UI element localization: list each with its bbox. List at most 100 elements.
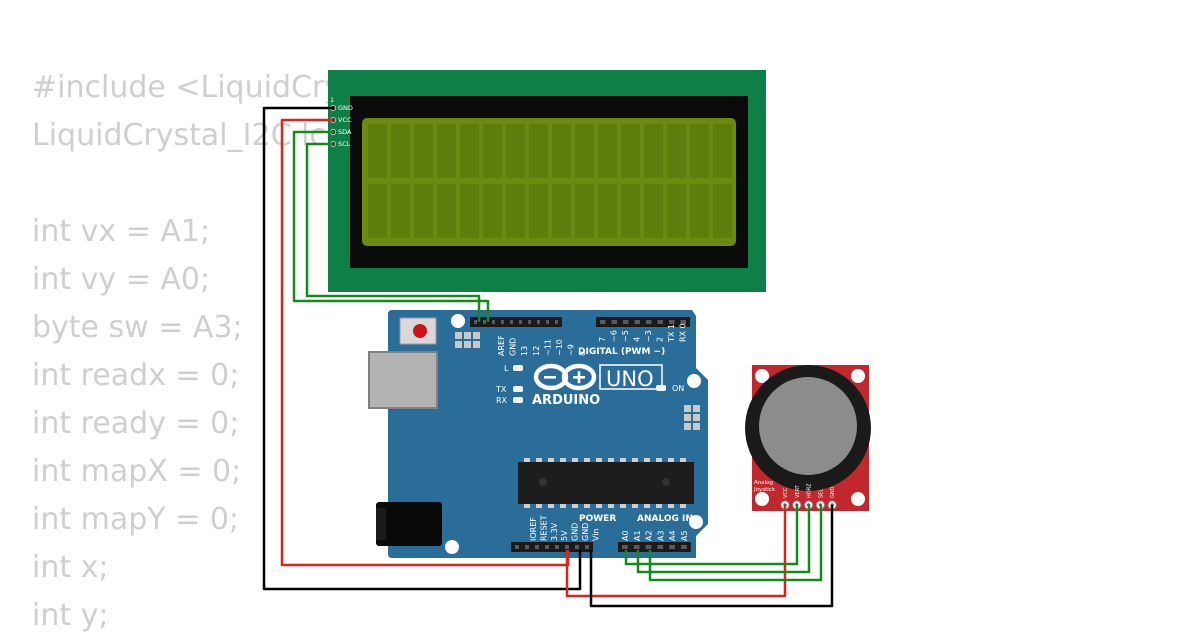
- header-pin[interactable]: [519, 320, 522, 324]
- led-l-icon: [513, 365, 523, 371]
- lcd-char-cell: [437, 124, 456, 178]
- lcd-pin-index-label: 1: [330, 96, 334, 104]
- code-line: int readx = 0;: [32, 358, 240, 393]
- pin-label: 8: [578, 351, 587, 356]
- icsp-pin: [684, 405, 691, 412]
- mounting-hole: [755, 492, 769, 506]
- lcd-char-cell: [391, 184, 410, 238]
- pin-label: A2: [645, 530, 654, 541]
- header-pin[interactable]: [669, 545, 675, 549]
- pin-label: 13: [520, 346, 529, 356]
- joystick-knob[interactable]: [759, 377, 857, 475]
- joystick-label: Joystick: [753, 487, 776, 493]
- power-label: POWER: [579, 514, 616, 524]
- led-l-label: L: [504, 364, 509, 373]
- atmega328p-chip: [518, 458, 694, 508]
- wire-joystick-horz[interactable]: [636, 505, 811, 574]
- header-pin[interactable]: [575, 545, 579, 549]
- header-pin[interactable]: [611, 320, 618, 324]
- header-pin[interactable]: [535, 545, 539, 549]
- lcd-char-cell: [437, 184, 456, 238]
- pin-label: 5V: [560, 530, 569, 541]
- header-pin[interactable]: [528, 320, 531, 324]
- header-pin[interactable]: [634, 320, 641, 324]
- wire-joystick-vcc[interactable]: [565, 505, 787, 598]
- header-pin[interactable]: [645, 545, 652, 549]
- lcd-char-cell: [713, 124, 732, 178]
- header-pin[interactable]: [600, 320, 606, 324]
- led-tx-label: TX: [495, 385, 507, 394]
- wire-lcd-sda[interactable]: [292, 130, 490, 322]
- header-pin[interactable]: [657, 545, 664, 549]
- lcd-char-cell: [575, 124, 594, 178]
- header-pin[interactable]: [565, 545, 569, 549]
- header-pin[interactable]: [680, 320, 687, 324]
- digital-pin-header: [470, 317, 690, 327]
- analog-label: ANALOG IN: [637, 514, 693, 524]
- reset-button[interactable]: [399, 317, 437, 345]
- wire-lcd-gnd[interactable]: [262, 106, 582, 591]
- lcd-char-cell: [552, 124, 571, 178]
- header-pin[interactable]: [546, 320, 549, 324]
- header-pin[interactable]: [555, 545, 559, 549]
- header-pin[interactable]: [483, 320, 486, 324]
- header-pin[interactable]: [555, 320, 558, 324]
- wire-joystick-sel[interactable]: [648, 505, 823, 582]
- header-pin[interactable]: [622, 545, 628, 549]
- icsp-pin: [693, 414, 700, 421]
- header-pin[interactable]: [537, 320, 540, 324]
- icsp-pin: [473, 332, 480, 339]
- header-pin[interactable]: [545, 545, 549, 549]
- pin-label: GND: [571, 523, 580, 541]
- analog-pin-header: [618, 542, 691, 552]
- header-pin[interactable]: [646, 320, 652, 324]
- joystick-pin-label: GND: [830, 486, 836, 498]
- header-pin[interactable]: [585, 545, 589, 549]
- header-pin[interactable]: [510, 320, 513, 324]
- lcd-char-cell: [460, 124, 479, 178]
- wire-joystick-gnd[interactable]: [589, 505, 834, 608]
- lcd-char-cell: [506, 124, 525, 178]
- header-pin[interactable]: [681, 545, 687, 549]
- lcd-character-grid: [368, 124, 732, 238]
- mounting-hole: [689, 515, 703, 529]
- lcd-pin-label: SCL: [338, 140, 351, 148]
- icsp-pin: [455, 332, 462, 339]
- header-pin[interactable]: [669, 320, 675, 324]
- lcd-char-cell: [483, 124, 502, 178]
- header-pin[interactable]: [623, 320, 629, 324]
- lcd-pin-label: VCC: [338, 116, 352, 124]
- pin-label: ~5: [621, 330, 630, 342]
- wire-lcd-scl[interactable]: [305, 142, 481, 322]
- lcd-char-cell: [690, 124, 709, 178]
- code-line: int y;: [32, 598, 109, 633]
- pin-label: GND: [581, 523, 590, 541]
- icsp-pin: [693, 405, 700, 412]
- lcd-char-cell: [529, 124, 548, 178]
- code-line: int vy = A0;: [32, 262, 211, 297]
- header-pin[interactable]: [492, 320, 495, 324]
- lcd-char-cell: [667, 124, 686, 178]
- icsp-header: [455, 332, 480, 348]
- lcd-pin-label: GND: [338, 104, 353, 112]
- header-pin[interactable]: [633, 545, 640, 549]
- wire-joystick-vert[interactable]: [624, 505, 799, 566]
- lcd-module[interactable]: 1 GND VCC SDA SCL: [328, 70, 766, 292]
- lcd-char-cell: [391, 124, 410, 178]
- header-pin[interactable]: [657, 320, 664, 324]
- led-on-label: ON: [672, 384, 684, 393]
- header-pin[interactable]: [525, 545, 529, 549]
- power-pin-header: [511, 542, 593, 552]
- header-pin[interactable]: [501, 320, 504, 324]
- header-pin[interactable]: [474, 320, 477, 324]
- mounting-hole: [445, 540, 459, 554]
- pin-label: 12: [532, 346, 541, 356]
- header-pin[interactable]: [515, 545, 519, 549]
- pin-label: TX 1: [667, 324, 676, 343]
- pin-label: A0: [621, 530, 630, 541]
- pin-label: ~11: [543, 339, 552, 356]
